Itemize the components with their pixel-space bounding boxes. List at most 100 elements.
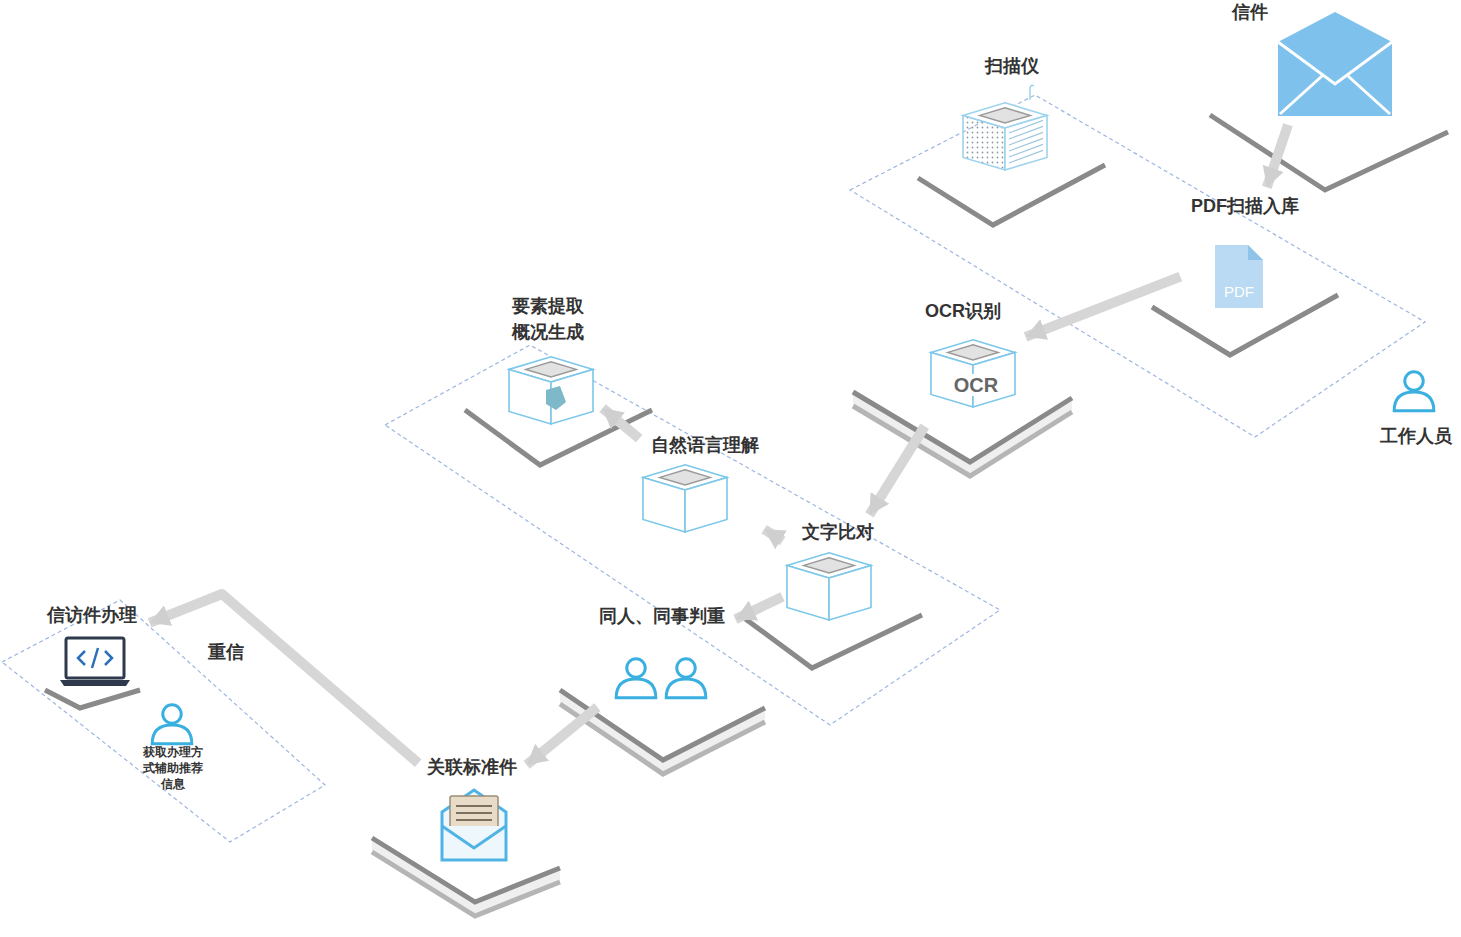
envelope-body bbox=[1278, 12, 1392, 116]
node-label: 信访件办理 bbox=[47, 603, 137, 628]
mail-icon bbox=[442, 790, 506, 860]
person-icon bbox=[152, 705, 192, 744]
group-region bbox=[385, 345, 1000, 725]
cube-icon bbox=[787, 553, 871, 620]
envelope-node: 信件 bbox=[1225, 0, 1395, 120]
pdf-node: PDF扫描入库 PDF bbox=[1185, 193, 1305, 310]
cube-face bbox=[787, 565, 829, 620]
letter-line bbox=[456, 805, 492, 807]
cube-icon bbox=[509, 357, 593, 424]
person-body bbox=[1394, 392, 1434, 411]
cube-face bbox=[685, 477, 727, 532]
person-head bbox=[1405, 372, 1423, 390]
scanner-cable bbox=[1030, 85, 1034, 100]
node-label: 扫描仪 bbox=[985, 54, 1039, 79]
cube-top bbox=[660, 470, 710, 485]
node-label: 关联标准件 bbox=[427, 755, 517, 780]
laptop-base bbox=[60, 680, 130, 686]
code-symbol bbox=[78, 648, 112, 668]
person-icon bbox=[616, 659, 656, 698]
flow-arrow bbox=[735, 597, 782, 619]
platform-edge bbox=[740, 615, 922, 668]
person-body bbox=[616, 679, 656, 698]
cube-icon bbox=[643, 465, 727, 532]
standard-node: 关联标准件 bbox=[422, 755, 522, 864]
flow-arrow bbox=[1267, 125, 1288, 188]
laptop-screen bbox=[66, 638, 124, 678]
envelope-flap bbox=[1278, 42, 1392, 84]
paper-line bbox=[1009, 126, 1043, 139]
flow-arrow bbox=[764, 529, 783, 541]
letter-line bbox=[456, 812, 492, 814]
letter-sheet bbox=[450, 796, 498, 830]
dedupe-node: 同人、同事判重 bbox=[595, 604, 730, 704]
person-head bbox=[677, 659, 695, 677]
letter-line bbox=[456, 819, 492, 821]
mail-body bbox=[442, 790, 506, 860]
person-icon bbox=[1394, 372, 1434, 411]
envelope-fold bbox=[1348, 76, 1390, 114]
node-label: 信件 bbox=[1232, 0, 1268, 25]
platform-edge bbox=[918, 165, 1105, 225]
node-label: 获取办理方式辅助推荐信息 bbox=[142, 744, 204, 793]
node-label: PDF扫描入库 bbox=[1191, 194, 1299, 219]
paper-line bbox=[1009, 132, 1043, 145]
cube-top bbox=[980, 108, 1030, 123]
group-region bbox=[850, 95, 1425, 437]
envelope-fold bbox=[1280, 76, 1322, 114]
flow-arrow bbox=[869, 426, 924, 515]
cube-face bbox=[643, 477, 685, 532]
cube-face bbox=[1005, 115, 1047, 170]
process-node: 要素提取 概况生成 bbox=[505, 293, 598, 438]
person-body bbox=[666, 679, 706, 698]
cube-top bbox=[804, 558, 854, 573]
flow-arrow bbox=[603, 408, 640, 438]
staff-node: 工作人员 bbox=[1372, 356, 1460, 452]
paper-line bbox=[1009, 138, 1043, 151]
cube-face bbox=[963, 115, 1005, 170]
cube-tag bbox=[546, 386, 566, 410]
paper-line bbox=[1009, 120, 1043, 133]
cube-icon bbox=[963, 103, 1047, 170]
cube-face bbox=[509, 369, 551, 424]
platform-face bbox=[560, 690, 765, 774]
platform-edge bbox=[45, 690, 140, 708]
platform-edge bbox=[1210, 115, 1448, 190]
ocr-node: OCR识别 OCR bbox=[912, 298, 1020, 422]
advice-node: 获取办理方式辅助推荐信息 bbox=[140, 690, 206, 800]
flow-arrow bbox=[1026, 277, 1181, 337]
person-head bbox=[163, 705, 181, 723]
edge-label: 重信 bbox=[205, 640, 247, 664]
cube-face bbox=[829, 565, 871, 620]
node-label: 同人、同事判重 bbox=[599, 604, 725, 629]
envelope-icon bbox=[1278, 12, 1392, 116]
node-label: OCR识别 bbox=[925, 299, 1001, 324]
node-label: 工作人员 bbox=[1380, 424, 1452, 449]
pdf-file-icon bbox=[1215, 245, 1263, 308]
person-body bbox=[152, 725, 192, 744]
pdf-file-corner bbox=[1248, 245, 1263, 260]
scanner-node: 扫描仪 bbox=[960, 52, 1052, 190]
process-node: 文字比对 bbox=[787, 520, 880, 625]
mail-flap bbox=[442, 826, 506, 848]
node-label: 自然语言理解 bbox=[651, 433, 759, 458]
cube-top bbox=[948, 345, 998, 360]
platform-edge bbox=[560, 690, 765, 760]
platform-edge bbox=[372, 852, 560, 916]
process-node: 自然语言理解 bbox=[643, 433, 759, 547]
person-icon bbox=[666, 659, 706, 698]
node-label: 要素提取 概况生成 bbox=[509, 293, 587, 345]
node-label: 文字比对 bbox=[802, 520, 874, 545]
paper-line bbox=[1009, 150, 1043, 163]
person-head bbox=[627, 659, 645, 677]
icon-label: PDF bbox=[1224, 281, 1254, 302]
laptop-icon bbox=[60, 638, 130, 686]
cube-icon bbox=[931, 340, 1015, 407]
icon-label: OCR bbox=[952, 374, 1000, 396]
flow-arrow bbox=[527, 707, 598, 765]
flow-arrow bbox=[150, 594, 419, 763]
cube-top bbox=[526, 362, 576, 377]
